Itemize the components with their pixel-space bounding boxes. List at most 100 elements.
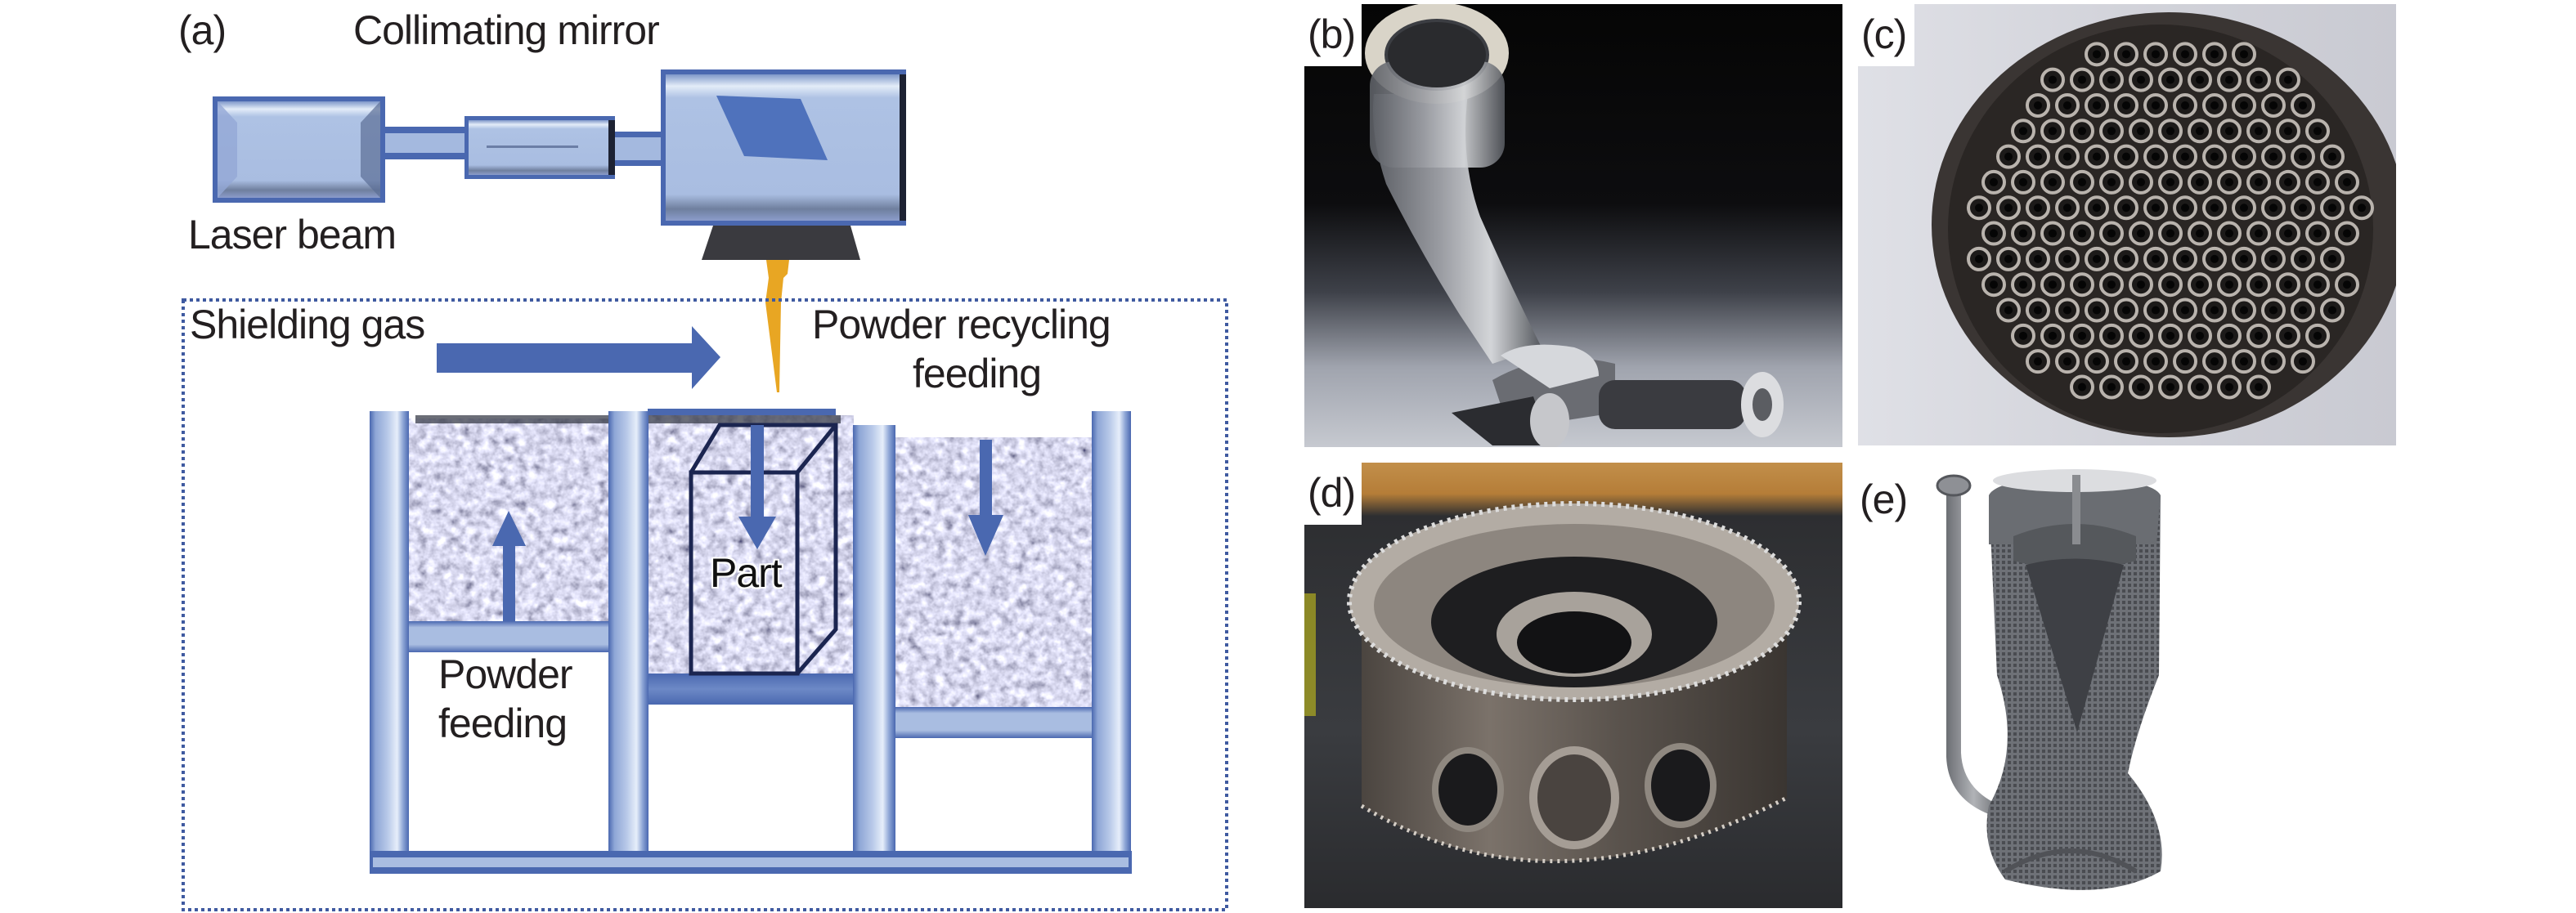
nozzle-tube-bore (2225, 177, 2233, 186)
nozzle-tube-bore (2093, 152, 2101, 161)
nozzle-tube-bore (2049, 280, 2057, 289)
nozzle-tube-bore (2255, 75, 2263, 84)
nozzle-tube-bore (2166, 127, 2174, 136)
nozzle-tube-bore (2210, 357, 2219, 366)
nozzle-tube-bore (2093, 50, 2101, 59)
panel-a: (a) Collimating mirror Laser beam (0, 0, 1276, 913)
panel-e-label: (e) (1858, 474, 1916, 528)
nozzle-tube-bore (2034, 357, 2042, 366)
nozzle-tube-bore (2181, 204, 2189, 213)
nozzle-tube-bore (2196, 177, 2204, 186)
panel-b-photo (1304, 4, 1842, 447)
panel-c-photo (1858, 4, 2396, 445)
nozzle-tube-bore (2004, 152, 2013, 161)
nozzle-tube-bore (2299, 101, 2307, 110)
lattice-nozzle-illustration (1936, 469, 2162, 890)
nozzle-tube-bore (2152, 152, 2160, 161)
nozzle-tube-bore (2034, 204, 2042, 213)
nozzle-tube-bore (2137, 280, 2145, 289)
nozzle-tube-bore (2166, 383, 2174, 392)
nozzle-tube-bore (2269, 204, 2278, 213)
schematic-drawing (182, 69, 1228, 911)
nozzle-tube-bore (2269, 101, 2278, 110)
panel-c-label: (c) (1858, 4, 1915, 66)
nozzle-tube-bore (2313, 280, 2322, 289)
nozzle-tube-bore (2240, 357, 2248, 366)
nozzle-tube-bore (2210, 50, 2219, 59)
nozzle-tube-bore (2328, 254, 2336, 263)
nozzle-tube-bore (2049, 75, 2057, 84)
nozzle-tube-bore (2019, 331, 2027, 340)
nozzle-tube-bore (2078, 383, 2086, 392)
nozzle-tube-bore (2269, 357, 2278, 366)
build-platform-top-edge (648, 409, 836, 415)
nozzle-tube-bore (2328, 204, 2336, 213)
frame-base-highlight (373, 857, 1129, 867)
nozzle-tube-bore (2196, 383, 2204, 392)
nozzle-tube-bore (2078, 127, 2086, 136)
nozzle-tube-bore (2049, 177, 2057, 186)
nozzle-tube-bore (1990, 280, 1998, 289)
nozzle-tube-bore (2078, 331, 2086, 340)
bracket-part-illustration (1365, 4, 1784, 447)
nozzle-tube-bore (2358, 204, 2366, 213)
nozzle-tube-bore (2299, 306, 2307, 315)
nozzle-tube-bore (2093, 204, 2101, 213)
nozzle-tube-bore (2166, 331, 2174, 340)
build-piston-plate (648, 674, 854, 705)
frame-post-2 (608, 411, 648, 858)
nozzle-plate-illustration (1932, 12, 2396, 437)
nozzle-tube-bore (2269, 306, 2278, 315)
nozzle-tube-bore (1975, 254, 1983, 263)
nozzle-tube-bore (2255, 127, 2263, 136)
nozzle-tube-bore (2034, 101, 2042, 110)
beam-connector-1 (385, 127, 467, 159)
frame-post-4 (1092, 411, 1131, 858)
nozzle-tube-bore (2225, 75, 2233, 84)
nozzle-tube-bore (2225, 331, 2233, 340)
nozzle-tube-bore (2240, 306, 2248, 315)
nozzle-tube-bore (2313, 331, 2322, 340)
nozzle-tube-bore (2343, 177, 2351, 186)
powder-bed-overflow (895, 437, 1092, 707)
nozzle-tube-bore (2019, 280, 2027, 289)
nozzle-tube-bore (2137, 75, 2145, 84)
nozzle-tube-bore (2210, 204, 2219, 213)
nozzle-tube-bore (2225, 280, 2233, 289)
powder-feeding-label-2: feeding (438, 700, 568, 746)
nozzle-tube-bore (2063, 306, 2071, 315)
part-box (689, 423, 838, 676)
overflow-plate (895, 707, 1092, 738)
laser-beam (765, 260, 789, 392)
nozzle-tube-bore (2181, 101, 2189, 110)
nozzle-tube-bore (2019, 127, 2027, 136)
nozzle-tube-bore (2166, 75, 2174, 84)
shielding-gas-arrow (437, 326, 720, 389)
nozzle-tube-bore (2196, 331, 2204, 340)
nozzle-tube-bore (2063, 254, 2071, 263)
nozzle-tube-bore (2240, 101, 2248, 110)
laser-source-box (213, 96, 385, 203)
part-label: Part (710, 550, 783, 596)
nozzle-tube-bore (2122, 254, 2130, 263)
nozzle-tube-bore (2004, 306, 2013, 315)
nozzle-tube-bore (2004, 204, 2013, 213)
nozzle-tube-bore (2122, 152, 2130, 161)
nozzle-tube-bore (2034, 152, 2042, 161)
nozzle-tube-bore (2107, 229, 2116, 238)
panel-a-label: (a) (178, 7, 227, 53)
nozzle-tube-bore (2240, 254, 2248, 263)
nozzle-tube-bore (2063, 101, 2071, 110)
nozzle (702, 226, 860, 260)
feed-piston-plate (409, 621, 613, 652)
overflow-down-arrow (968, 440, 1003, 556)
nozzle-tube-bore (2122, 204, 2130, 213)
mirror-housing (661, 69, 906, 226)
nozzle-tube-bore (2063, 152, 2071, 161)
nozzle-tube-bore (2284, 229, 2292, 238)
nozzle-tube-bore (2034, 254, 2042, 263)
nozzle-tube-bore (2152, 204, 2160, 213)
nozzle-tube-bore (2181, 152, 2189, 161)
frame-post-1 (370, 411, 409, 858)
nozzle-tube-bore (2284, 280, 2292, 289)
